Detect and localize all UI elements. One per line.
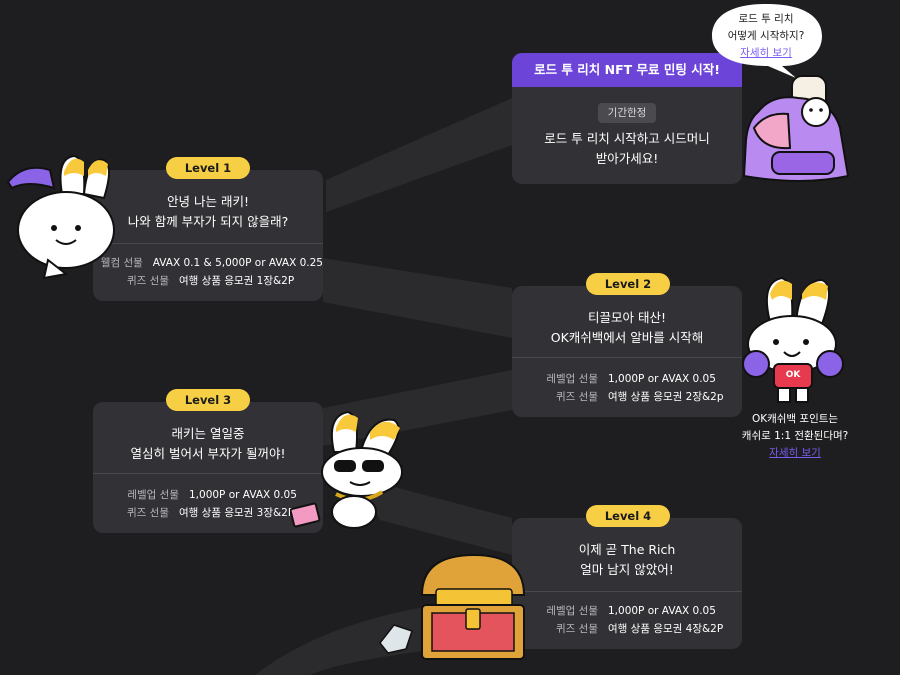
nft-minting-card[interactable]: 로드 투 리치 NFT 무료 민팅 시작! 기간한정 로드 투 리치 시작하고 … xyxy=(512,53,742,184)
reward-label: 레벨업 선물 xyxy=(546,373,598,385)
level-1-card: 안녕 나는 래키! 나와 함께 부자가 되지 않을래? 웰컴 선물 AVAX 0… xyxy=(93,170,323,301)
reward-label: 웰컴 선물 xyxy=(100,257,143,269)
ok-note-line1: OK캐쉬백 포인트는 xyxy=(751,413,839,425)
rakey-cheer-character-icon xyxy=(742,276,844,403)
level-1-line2: 나와 함께 부자가 되지 않을래? xyxy=(127,214,289,229)
reward-label: 레벨업 선물 xyxy=(127,489,179,501)
reward-value: 여행 상품 응모권 1장&2P xyxy=(179,275,295,287)
nft-line2: 받아가세요! xyxy=(595,151,659,166)
level-2-line1: 티끌모아 태산! xyxy=(588,310,666,325)
level-3-line2: 열심히 벌어서 부자가 될꺼야! xyxy=(130,446,286,461)
ok-note-detail-link[interactable]: 자세히 보기 xyxy=(769,447,821,459)
level-2-line2: OK캐쉬백에서 알바를 시작해 xyxy=(550,330,704,345)
reward-label: 퀴즈 선물 xyxy=(556,391,598,403)
level-2-card: 티끌모아 태산! OK캐쉬백에서 알바를 시작해 레벨업 선물 1,000P o… xyxy=(512,286,742,417)
level-4-rewards: 레벨업 선물 1,000P or AVAX 0.05 퀴즈 선물 여행 상품 응… xyxy=(512,592,742,638)
reward-value: 여행 상품 응모권 3장&2P xyxy=(179,507,295,519)
level-2-description: 티끌모아 태산! OK캐쉬백에서 알바를 시작해 xyxy=(512,286,742,358)
level-2-rewards: 레벨업 선물 1,000P or AVAX 0.05 퀴즈 선물 여행 상품 응… xyxy=(512,358,742,406)
speech-bubble: 로드 투 리치 어떻게 시작하지? 자세히 보기 xyxy=(716,11,816,62)
reward-label: 퀴즈 선물 xyxy=(127,507,169,519)
rakey-cap-character-icon xyxy=(6,154,115,280)
level-2-reward-row: 레벨업 선물 1,000P or AVAX 0.05 xyxy=(512,370,742,388)
level-1-reward-row: 웰컴 선물 AVAX 0.1 & 5,000P or AVAX 0.25 xyxy=(93,254,323,272)
reward-label: 레벨업 선물 xyxy=(546,605,598,617)
level-1-rewards: 웰컴 선물 AVAX 0.1 & 5,000P or AVAX 0.25 퀴즈 … xyxy=(93,244,323,290)
level-3-line1: 래키는 열일중 xyxy=(171,426,245,441)
level-4-line1: 이제 곧 The Rich xyxy=(578,542,676,557)
level-4-reward-row: 퀴즈 선물 여행 상품 응모권 4장&2P xyxy=(512,620,742,638)
reward-value: AVAX 0.1 & 5,000P or AVAX 0.25 xyxy=(152,257,323,269)
reward-label: 퀴즈 선물 xyxy=(556,623,598,635)
rakey-sunglasses-character-icon xyxy=(290,410,403,529)
reward-value: 1,000P or AVAX 0.05 xyxy=(608,373,716,385)
nft-line1: 로드 투 리치 시작하고 시드머니 xyxy=(544,131,710,146)
backpack-character-icon xyxy=(742,75,850,182)
nft-card-title: 로드 투 리치 NFT 무료 민팅 시작! xyxy=(512,53,742,87)
level-1-badge: Level 1 xyxy=(166,157,250,179)
level-3-badge: Level 3 xyxy=(166,389,250,411)
level-1-line1: 안녕 나는 래키! xyxy=(167,194,249,209)
level-3-card: 래키는 열일중 열심히 벌어서 부자가 될꺼야! 레벨업 선물 1,000P o… xyxy=(93,402,323,533)
level-3-reward-row: 레벨업 선물 1,000P or AVAX 0.05 xyxy=(93,486,323,504)
level-1-reward-row: 퀴즈 선물 여행 상품 응모권 1장&2P xyxy=(93,272,323,290)
nft-description: 로드 투 리치 시작하고 시드머니 받아가세요! xyxy=(512,129,742,169)
level-4-reward-row: 레벨업 선물 1,000P or AVAX 0.05 xyxy=(512,602,742,620)
level-2-badge: Level 2 xyxy=(586,273,670,295)
level-4-description: 이제 곧 The Rich 얼마 남지 않았어! xyxy=(512,518,742,592)
bubble-line1: 로드 투 리치 xyxy=(738,13,794,25)
level-1-description: 안녕 나는 래키! 나와 함께 부자가 되지 않을래? xyxy=(93,170,323,244)
reward-value: 1,000P or AVAX 0.05 xyxy=(189,489,297,501)
level-4-card: 이제 곧 The Rich 얼마 남지 않았어! 레벨업 선물 1,000P o… xyxy=(512,518,742,649)
limited-time-tag: 기간한정 xyxy=(597,103,657,123)
level-4-badge: Level 4 xyxy=(586,505,670,527)
level-3-rewards: 레벨업 선물 1,000P or AVAX 0.05 퀴즈 선물 여행 상품 응… xyxy=(93,474,323,522)
level-2-reward-row: 퀴즈 선물 여행 상품 응모권 2장&2p xyxy=(512,388,742,406)
reward-value: 여행 상품 응모권 4장&2P xyxy=(608,623,724,635)
level-3-description: 래키는 열일중 열심히 벌어서 부자가 될꺼야! xyxy=(93,402,323,474)
bubble-detail-link[interactable]: 자세히 보기 xyxy=(740,47,792,59)
shirt-logo: OK xyxy=(785,370,801,380)
level-4-line2: 얼마 남지 않았어! xyxy=(580,562,674,577)
reward-value: 여행 상품 응모권 2장&2p xyxy=(608,391,724,403)
ok-note-line2: 캐쉬로 1:1 전환된다며? xyxy=(741,430,849,442)
speech-bubble-icon xyxy=(712,4,822,78)
ok-cashback-note: OK캐쉬백 포인트는 캐쉬로 1:1 전환된다며? 자세히 보기 xyxy=(730,411,860,462)
reward-label: 퀴즈 선물 xyxy=(127,275,169,287)
level-3-reward-row: 퀴즈 선물 여행 상품 응모권 3장&2P xyxy=(93,504,323,522)
reward-value: 1,000P or AVAX 0.05 xyxy=(608,605,716,617)
bubble-line2: 어떻게 시작하지? xyxy=(727,30,805,42)
treasure-chest-icon xyxy=(379,553,526,660)
